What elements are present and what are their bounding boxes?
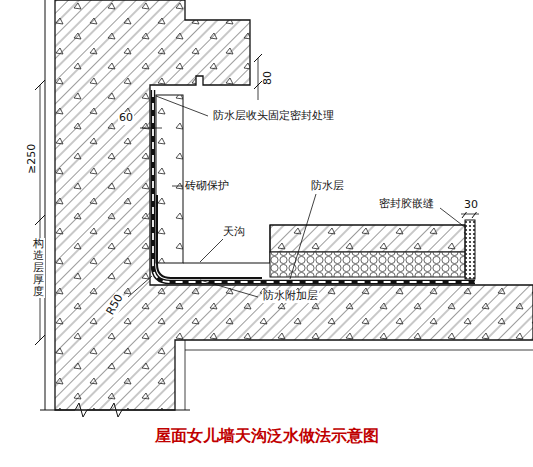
insulation-layer — [270, 252, 465, 277]
figure-caption: 屋面女儿墙天沟泛水做法示意图 — [0, 426, 533, 447]
dimension-line — [258, 58, 259, 100]
concrete-structure — [55, 0, 533, 410]
dimension-line — [461, 214, 479, 215]
annotation-label: 构造层厚度 — [32, 238, 45, 298]
concrete-aggregate — [55, 0, 533, 410]
plaster-line — [185, 350, 533, 351]
annotation-label: 60 — [118, 112, 134, 125]
annotation-label: 防水层 — [310, 180, 345, 193]
additional-layer — [157, 195, 262, 278]
insulation-layer — [270, 252, 465, 277]
leader-line — [290, 194, 316, 279]
annotation-label: 防水层收头固定密封处理 — [212, 110, 335, 123]
annotation-label: 80 — [262, 70, 275, 86]
sealant-joint — [465, 220, 475, 279]
leader-line — [172, 186, 183, 187]
brick-protection — [156, 95, 183, 263]
dimension-tick — [35, 335, 45, 345]
leader-line — [156, 96, 208, 116]
plaster-line — [45, 0, 46, 410]
leader-line — [128, 276, 152, 297]
dimension-tick — [35, 215, 45, 225]
annotation-label: 30 — [463, 199, 479, 212]
annotation-label: 天沟 — [222, 226, 246, 239]
dimension-tick — [254, 81, 262, 89]
break-line — [40, 403, 190, 417]
annotation-label: 密封胶嵌缝 — [378, 198, 435, 211]
waterproof-membrane — [153, 90, 475, 282]
annotation-label: 防水附加层 — [262, 290, 319, 303]
leader-line — [200, 280, 258, 297]
dimension-tick — [254, 54, 262, 62]
dimension-line — [40, 85, 41, 340]
annotation-label: ≥250 — [26, 143, 39, 175]
leader-line — [200, 238, 224, 262]
dimension-tick — [35, 80, 45, 90]
break-line — [250, 0, 251, 88]
annotation-label: 砖砌保护 — [184, 180, 230, 193]
waterproof-membrane — [153, 90, 475, 282]
plaster-line — [185, 340, 186, 410]
brick-protection — [156, 95, 183, 263]
dimension-line — [140, 128, 162, 129]
